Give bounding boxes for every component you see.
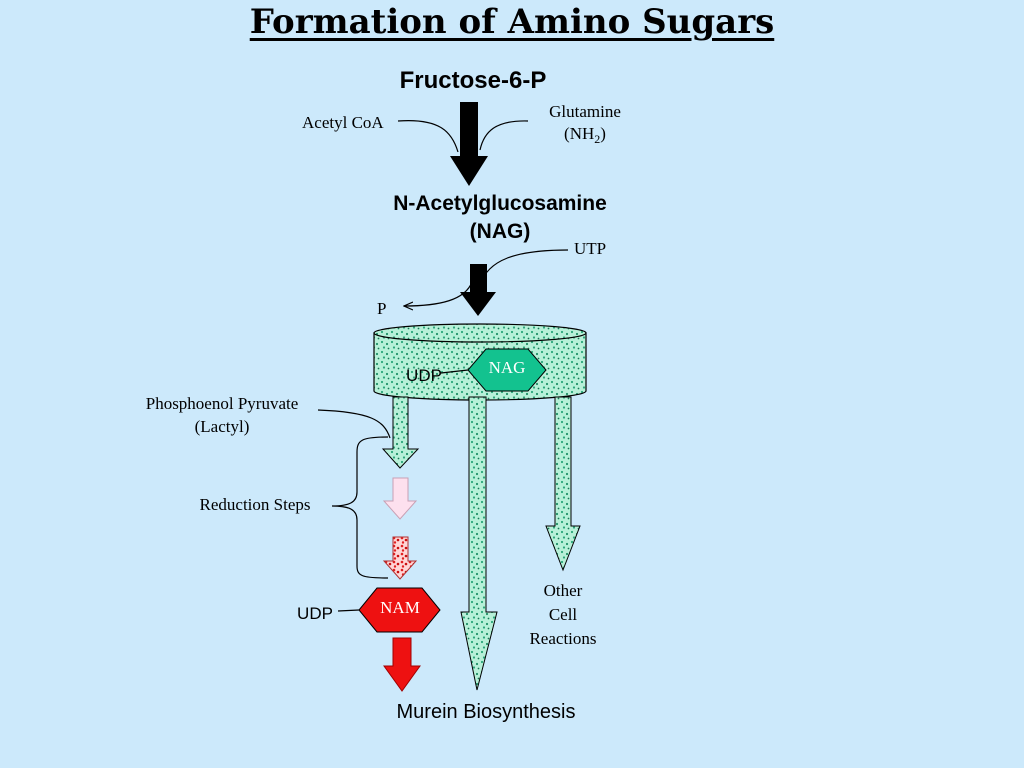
glutamine-label: Glutamine [549,102,621,121]
udp-top-label: UDP [406,366,442,385]
p-connector [404,281,473,306]
pep-connector [317,409,391,439]
acetyl-coa-connector [397,119,459,153]
red-arrow-murein [383,637,421,692]
green-arrow-lactyl [381,396,420,469]
p-label: P [377,299,386,318]
black-arrow-1 [450,102,488,186]
reduction-brace [331,436,389,579]
other-label: Other [544,581,583,600]
nam-hexagon-label: NAM [380,598,420,617]
black-arrow-2 [460,264,496,316]
utp-label: UTP [574,239,606,258]
lactyl-label: (Lactyl) [195,417,250,436]
murein-biosynthesis-label: Murein Biosynthesis [397,701,576,723]
udp-bottom-label: UDP [297,604,333,623]
reduction-steps-label: Reduction Steps [200,495,311,514]
nh2-label: (NH2) [564,124,606,146]
udp-top-bond [440,369,469,374]
pep-label: Phosphoenol Pyruvate [146,394,299,413]
nag-abbrev-label: (NAG) [470,220,531,243]
glutamine-connector [479,120,529,151]
reactions-label: Reactions [529,629,596,648]
green-arrow-murein [460,396,498,691]
fructose-6-p-label: Fructose-6-P [400,67,547,94]
pink-reduction-arrow [382,477,418,520]
green-arrow-other [545,396,581,572]
nag-name-label: N-Acetylglucosamine [393,192,607,215]
nag-hexagon-label: NAG [489,358,526,377]
acetyl-coa-label: Acetyl CoA [302,113,384,132]
cell-label: Cell [549,605,578,624]
udp-bottom-bond [337,609,360,612]
utp-connector [479,249,569,286]
red-dotted-reduction-arrow [382,536,418,580]
udp-nag-pool-top [373,323,587,343]
page-title: Formation of Amino Sugars [249,2,775,42]
